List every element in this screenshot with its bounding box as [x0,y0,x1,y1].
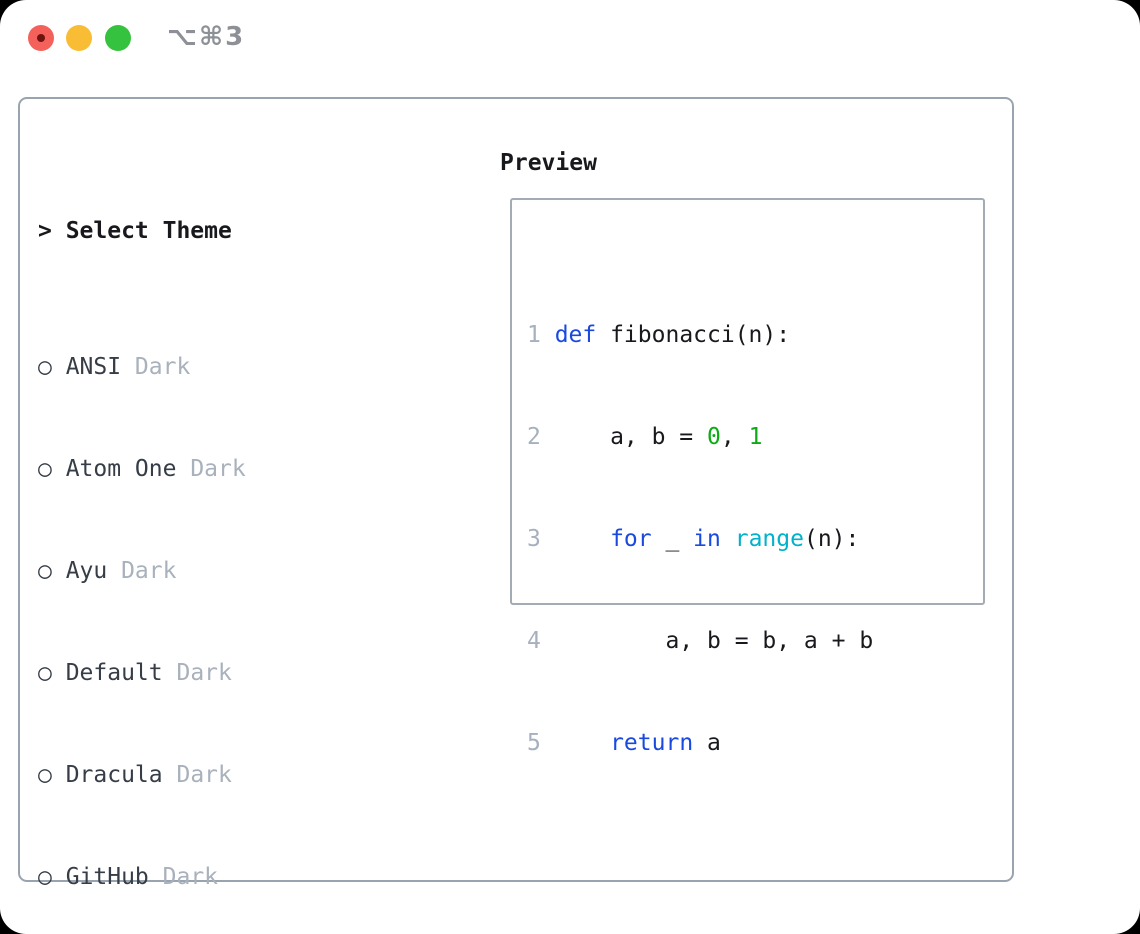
theme-option-github-dark[interactable]: ○ GitHub Dark [38,860,426,894]
theme-option-default-dark[interactable]: ○ Default Dark [38,656,426,690]
code-line: 4 a, b = b, a + b [527,624,942,658]
code-line: 3 for _ in range(n): [527,522,942,556]
line-number: 1 [527,930,555,934]
theme-variant: Dark [190,456,246,482]
theme-variant: Dark [176,762,232,788]
code-line: 2 a, b = 0, 1 [527,420,942,454]
theme-variant: Dark [162,864,219,890]
window-title: ⌥⌘3 [167,22,246,52]
close-button-icon[interactable] [28,25,54,51]
line-number: 4 [527,628,541,654]
zoom-button-icon[interactable] [105,25,131,51]
titlebar: ⌥⌘3 [0,0,1140,97]
select-theme-header: > Select Theme [38,214,426,248]
theme-name: ANSI [65,354,122,380]
radio-icon: ○ [38,354,52,380]
theme-option-ansi-dark[interactable]: ○ ANSI Dark [38,350,426,384]
cursor-icon: > [38,218,52,244]
radio-icon: ○ [38,558,52,584]
diff-context-line: 1 This is a context line. [527,930,942,934]
theme-variant: Dark [134,354,191,380]
code-line: 5 return a [527,726,942,760]
theme-name: Dracula [65,762,163,788]
radio-icon: ○ [38,456,52,482]
preview-title: Preview [500,150,597,176]
theme-variant: Dark [176,660,232,686]
radio-icon: ○ [38,762,52,788]
radio-icon: ○ [38,864,52,890]
minimize-button-icon[interactable] [66,25,92,51]
blank-line [527,828,942,862]
theme-variant: Dark [121,558,177,584]
line-number: 1 [527,322,541,348]
line-number: 2 [527,424,541,450]
theme-name: Default [65,660,163,686]
theme-option-ayu-dark[interactable]: ○ Ayu Dark [38,554,426,588]
theme-option-dracula-dark[interactable]: ○ Dracula Dark [38,758,426,792]
theme-name: Ayu [65,558,108,584]
radio-icon: ○ [38,660,52,686]
theme-name: Atom One [65,456,177,482]
line-number: 5 [527,730,541,756]
theme-option-atom-one-dark[interactable]: ○ Atom One Dark [38,452,426,486]
line-number: 3 [527,526,541,552]
theme-name: GitHub [65,864,149,890]
section-title: Select Theme [65,218,232,244]
